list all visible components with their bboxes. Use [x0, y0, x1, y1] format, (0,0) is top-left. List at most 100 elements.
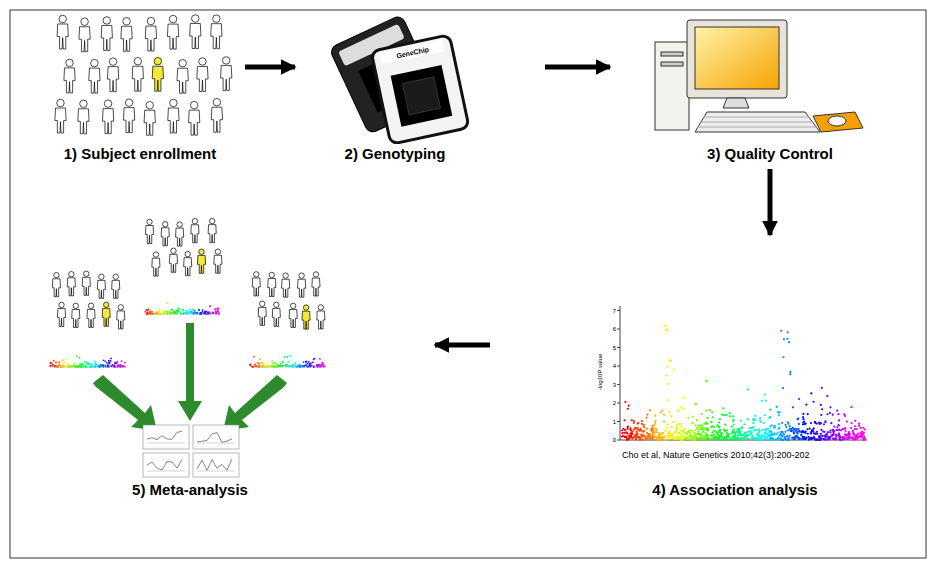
snp-dot	[672, 421, 674, 423]
snp-dot	[675, 429, 677, 431]
snp-dot	[286, 356, 288, 358]
snp-dot	[793, 432, 795, 434]
snp-dot	[711, 431, 713, 433]
snp-dot	[749, 427, 751, 429]
snp-dot	[189, 309, 191, 311]
snp-dot	[713, 433, 715, 435]
snp-dot	[829, 431, 831, 433]
snp-dot	[668, 359, 670, 361]
snp-dot	[621, 429, 623, 431]
snp-dot	[744, 438, 746, 440]
person-figure	[102, 100, 113, 134]
snp-dot	[802, 416, 804, 418]
snp-dot	[717, 425, 719, 427]
snp-dot	[816, 422, 818, 424]
snp-dot	[93, 366, 95, 368]
snp-dot	[194, 310, 196, 312]
snp-dot	[644, 437, 646, 439]
axis-tick: 2	[613, 400, 616, 406]
snp-dot	[782, 387, 784, 389]
person-figure	[107, 58, 118, 92]
snp-dot	[783, 436, 785, 438]
snp-dot	[755, 437, 757, 439]
snp-dot	[668, 431, 670, 433]
snp-dot	[191, 311, 193, 313]
snp-dot	[760, 421, 762, 423]
snp-dot	[707, 437, 709, 439]
snp-dot	[668, 435, 670, 437]
snp-dot	[835, 438, 837, 440]
snp-dot	[282, 362, 284, 364]
snp-dot	[670, 360, 672, 362]
person-figure	[282, 273, 290, 297]
snp-dot	[758, 429, 760, 431]
snp-dot	[102, 365, 104, 367]
snp-dot	[189, 311, 191, 313]
snp-dot	[692, 437, 694, 439]
snp-dot	[824, 420, 826, 422]
snp-dot	[747, 437, 749, 439]
snp-dot	[299, 365, 301, 367]
snp-dot	[842, 428, 844, 430]
snp-dot	[828, 438, 830, 440]
axis-title: -log10P value	[597, 354, 603, 391]
person-figure	[52, 272, 60, 296]
snp-dot	[773, 432, 775, 434]
snp-dot	[84, 361, 86, 363]
snp-dot	[308, 361, 310, 363]
snp-dot	[170, 309, 172, 311]
snp-dot	[58, 364, 60, 366]
snp-dot	[200, 312, 202, 314]
snp-dot	[249, 364, 251, 366]
snp-dot	[285, 364, 287, 366]
snp-dot	[837, 413, 839, 415]
snp-dot	[863, 439, 865, 441]
snp-dot	[836, 410, 838, 412]
snp-dot	[212, 312, 214, 314]
snp-dot	[61, 365, 63, 367]
snp-dot	[819, 439, 821, 441]
snp-dot	[697, 431, 699, 433]
snp-dot	[661, 437, 663, 439]
snp-dot	[622, 435, 624, 437]
snp-dot	[209, 305, 211, 307]
snp-dot	[294, 364, 296, 366]
snp-dot	[664, 430, 666, 432]
snp-dot	[783, 433, 785, 435]
snp-dot	[641, 420, 643, 422]
snp-dot	[694, 435, 696, 437]
process-step: 5) Meta-analysis	[45, 215, 430, 500]
snp-dot	[759, 431, 761, 433]
snp-dot	[816, 431, 818, 433]
snp-dot	[282, 361, 284, 363]
snp-dot	[631, 437, 633, 439]
snp-dot	[747, 388, 749, 390]
snp-dot	[764, 432, 766, 434]
axis-tick: 3	[613, 382, 616, 388]
snp-dot	[647, 437, 649, 439]
snp-dot	[786, 338, 788, 340]
snp-dot	[805, 404, 807, 406]
snp-dot	[273, 362, 275, 364]
snp-dot	[79, 363, 81, 365]
snp-dot	[711, 411, 713, 413]
snp-dot	[711, 438, 713, 440]
snp-dot	[676, 424, 678, 426]
snp-dot	[780, 330, 782, 332]
axis-tick: 4	[613, 363, 616, 369]
snp-dot	[285, 365, 287, 367]
snp-dot	[760, 438, 762, 440]
snp-dot	[98, 365, 100, 367]
snp-dot	[62, 359, 64, 361]
snp-dot	[777, 431, 779, 433]
snp-dot	[802, 436, 804, 438]
snp-dot	[659, 435, 661, 437]
snp-dot	[840, 429, 842, 431]
snp-dot	[749, 434, 751, 436]
snp-dot	[733, 435, 735, 437]
snp-dot	[821, 408, 823, 410]
snp-dot	[828, 438, 830, 440]
snp-dot	[771, 433, 773, 435]
person-figure	[167, 15, 178, 49]
snp-dot	[110, 358, 112, 360]
